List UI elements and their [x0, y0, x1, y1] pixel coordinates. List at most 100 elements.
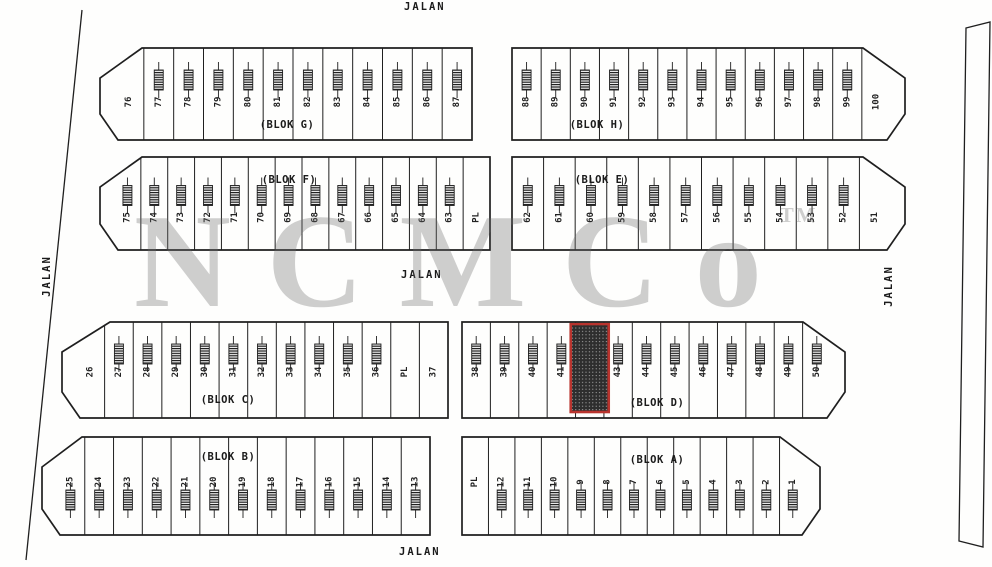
lot-number: 46	[698, 367, 708, 378]
lot-number: 32	[257, 367, 267, 378]
lot-number: 28	[143, 367, 153, 378]
lot-number: 85	[392, 97, 402, 108]
building-icon	[579, 69, 590, 91]
building-icon	[838, 185, 849, 206]
building-icon	[332, 69, 343, 91]
building-icon	[153, 69, 164, 91]
lot-number: 58	[649, 212, 659, 223]
block-outline	[99, 156, 491, 251]
lot-number: 9	[576, 479, 586, 484]
building-icon	[725, 69, 736, 91]
block-label: (BLOK E)	[575, 174, 630, 186]
block-lot-strips	[521, 48, 863, 140]
building-icon	[696, 69, 707, 91]
building-icon	[273, 69, 284, 91]
lot-number: 73	[176, 212, 186, 223]
block-label: (BLOK D)	[630, 397, 685, 409]
lot-number: 51	[870, 212, 880, 223]
right-road-strip	[958, 21, 991, 548]
building-icon	[655, 489, 666, 511]
lot-number: 44	[642, 366, 652, 377]
road-label-left: JALAN	[40, 255, 53, 297]
block-label: (BLOK H)	[570, 119, 625, 131]
building-icon	[285, 343, 296, 365]
lot-number: 96	[755, 97, 765, 108]
building-icon	[295, 489, 306, 511]
building-icon	[649, 185, 660, 206]
building-icon	[734, 489, 745, 511]
building-icon	[586, 185, 596, 206]
lot-number: 56	[712, 212, 722, 223]
block-label: (BLOK B)	[201, 451, 256, 463]
building-icon	[842, 69, 853, 91]
lot-number: 89	[551, 97, 561, 108]
building-icon	[667, 69, 678, 91]
lot-number: 63	[445, 212, 455, 223]
lot-number: 21	[180, 477, 190, 488]
building-icon	[811, 343, 822, 365]
building-icon	[371, 343, 382, 365]
road-label-middle: JALAN	[401, 269, 443, 281]
building-icon	[761, 489, 772, 511]
lot-number: PL	[400, 366, 410, 377]
road-label-bottom: JALAN	[399, 546, 441, 558]
building-icon	[314, 343, 325, 365]
building-icon	[523, 489, 534, 511]
lot-number: 20	[209, 477, 219, 488]
building-icon	[392, 69, 403, 91]
lot-number: 57	[681, 212, 691, 223]
lot-number: 23	[123, 477, 133, 488]
lot-number: 17	[296, 477, 306, 488]
lot-number: 22	[152, 477, 162, 488]
lot-number: 60	[586, 212, 596, 223]
lot-number: 82	[303, 97, 313, 108]
building-icon	[122, 185, 133, 206]
building-icon	[754, 69, 765, 91]
lot-number: 91	[609, 97, 619, 108]
building-icon	[122, 489, 133, 511]
lot-number: 34	[314, 366, 324, 377]
building-icon	[576, 489, 587, 511]
building-icon	[743, 185, 754, 206]
building-icon	[238, 489, 248, 511]
building-icon	[151, 489, 162, 511]
lot-number: 83	[333, 97, 343, 108]
lot-number: 72	[203, 212, 213, 223]
lot-number: 49	[783, 367, 793, 378]
lot-number: 38	[471, 367, 481, 378]
building-icon	[775, 185, 786, 206]
block-lot-strips	[143, 48, 463, 140]
building-icon	[712, 185, 723, 206]
lot-number: PL	[472, 212, 482, 223]
lot-number: 30	[200, 367, 210, 378]
lot-number: 13	[411, 477, 421, 488]
lot-number: 67	[337, 212, 347, 223]
lot-number: 76	[124, 97, 134, 108]
block-lot-strips	[122, 157, 464, 250]
building-icon	[471, 343, 482, 365]
block-outline	[99, 47, 473, 141]
lot-number: 66	[364, 212, 374, 223]
building-icon	[613, 343, 624, 365]
road-label-top: JALAN	[404, 1, 446, 13]
lot-number: 99	[842, 97, 852, 108]
building-icon	[708, 489, 719, 511]
lot-number: 86	[422, 97, 432, 108]
lot-number: 8	[603, 479, 613, 484]
building-icon	[257, 343, 267, 365]
lot-number: 92	[638, 97, 648, 108]
building-icon	[784, 69, 794, 91]
building-icon	[176, 185, 187, 206]
road-label-right: JALAN	[882, 265, 895, 307]
building-icon	[209, 489, 220, 511]
block-label: (BLOK A)	[630, 454, 685, 466]
block-label: (BLOK G)	[260, 119, 315, 131]
building-icon	[180, 489, 191, 511]
lot-number: 12	[497, 477, 507, 488]
building-icon	[283, 185, 294, 206]
lot-number: 84	[363, 96, 373, 107]
building-icon	[256, 185, 267, 206]
block-lot-strips	[65, 437, 421, 535]
